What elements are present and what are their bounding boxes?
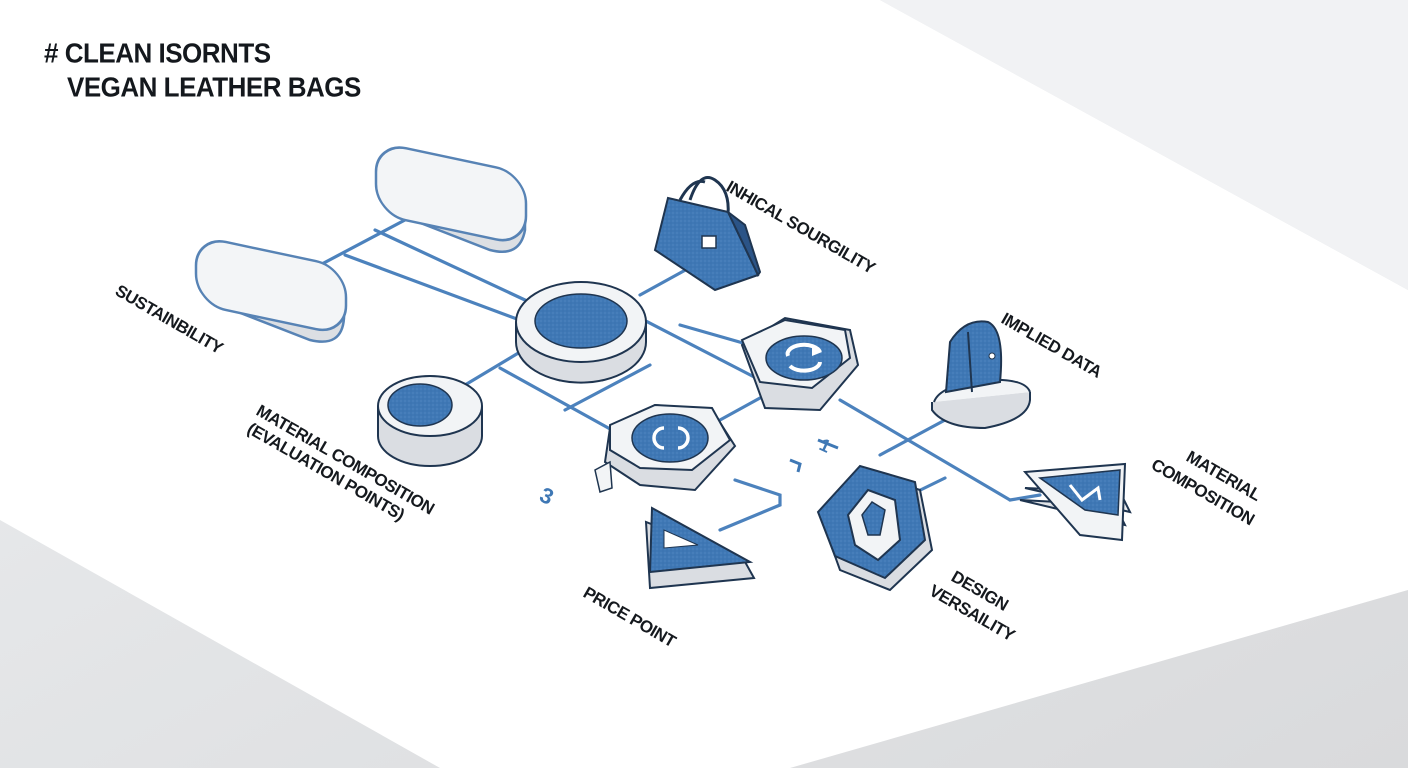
arrow-marker-2: [789, 458, 802, 473]
title-line-2: VEGAN LEATHER BAGS: [67, 71, 361, 103]
triangle-icon: [644, 506, 756, 590]
connector-cross: [563, 363, 652, 412]
connector-main-right: [838, 398, 1012, 502]
tote-bag-icon: [653, 176, 762, 292]
small-disc: [377, 375, 483, 467]
layered-triangle-icon: [1019, 462, 1132, 542]
shield-hexagon-icon: [816, 464, 934, 592]
center-disc: [515, 281, 647, 384]
connector-hex: [718, 396, 762, 422]
platform-corner: [880, 0, 1408, 290]
connector-rotate: [678, 323, 752, 347]
connector-price: [718, 478, 782, 532]
crossbody-bag-icon: [931, 320, 1031, 430]
notch-marker: [594, 460, 613, 493]
connector-top-rail: [373, 228, 527, 302]
title-text-1: CLEAN ISORNTS: [64, 37, 271, 69]
hexagon-ring-icon: [603, 403, 737, 492]
arrow-markers: [789, 438, 839, 473]
arrow-marker-1: [817, 438, 839, 450]
rotate-hexagon-icon: [740, 316, 860, 412]
connector-material: [1008, 493, 1042, 502]
connector-disc-diagonal: [498, 366, 632, 442]
pill-shape-bottom: [194, 240, 348, 343]
connector-implied: [878, 418, 947, 457]
title-line-1: # CLEAN ISORNTS: [44, 37, 271, 70]
title-hash: #: [44, 37, 58, 69]
pill-shape-top: [374, 146, 528, 253]
